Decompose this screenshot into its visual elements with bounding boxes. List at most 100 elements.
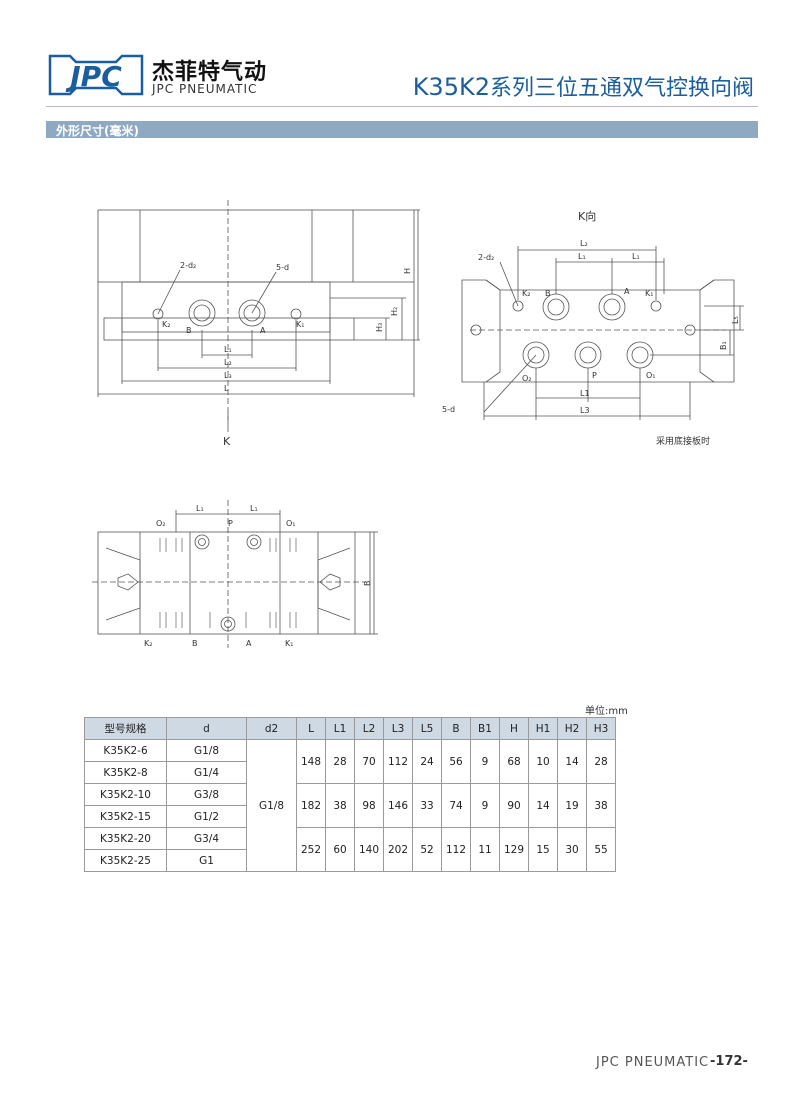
model-cell: K35K2-10: [84, 783, 167, 806]
table-header-cell: 型号规格: [84, 717, 167, 740]
label-top-k1: K₁: [285, 639, 293, 648]
thread-d-cell: G3/8: [166, 783, 247, 806]
label-front-h3: H₃: [375, 323, 384, 332]
label-top-l1a: L₁: [196, 504, 204, 513]
dimension-cell: 56: [441, 739, 471, 784]
dimension-cell: 148: [296, 739, 326, 784]
label-k-k2: K₂: [522, 289, 530, 298]
thread-d2-cell: G1/8: [246, 739, 297, 872]
dimension-cell: 60: [325, 827, 355, 872]
kview-title: K向: [578, 209, 596, 223]
model-cell: K35K2-6: [84, 739, 167, 762]
label-front-h2: H₂: [390, 307, 399, 316]
table-header-cell: H: [499, 717, 529, 740]
title-model: K35K2: [412, 73, 490, 101]
table-header-cell: H1: [528, 717, 558, 740]
thread-d-cell: G1: [166, 849, 247, 872]
brand-name-en: JPC PNEUMATIC: [152, 82, 258, 96]
model-cell: K35K2-15: [84, 805, 167, 828]
section-bar: [46, 121, 758, 138]
dimension-cell: 15: [528, 827, 558, 872]
dimension-cell: 11: [470, 827, 500, 872]
label-front-d2: 2-d₂: [180, 261, 196, 270]
label-k-l1b: L₁: [632, 252, 640, 261]
label-k-d2: 2-d₂: [478, 253, 494, 262]
dimension-cell: 9: [470, 783, 500, 828]
jpc-logo: JPC: [46, 52, 146, 98]
dimension-cell: 129: [499, 827, 529, 872]
label-front-l2: L₂: [224, 358, 232, 367]
table-header-cell: H3: [586, 717, 616, 740]
table-header-cell: d: [166, 717, 247, 740]
dimension-cell: 70: [354, 739, 384, 784]
table-header-cell: B1: [470, 717, 500, 740]
logo-text: JPC: [65, 60, 122, 93]
dimension-cell: 112: [383, 739, 413, 784]
dimension-cell: 24: [412, 739, 442, 784]
dimension-cell: 252: [296, 827, 326, 872]
label-k-l1a: L₁: [578, 252, 586, 261]
label-top-l1b: L₁: [250, 504, 258, 513]
label-k-a: A: [624, 287, 630, 296]
dimension-cell: 19: [557, 783, 587, 828]
dimension-cell: 10: [528, 739, 558, 784]
label-top-b: B: [192, 639, 198, 648]
label-k-l2: L₂: [580, 239, 588, 248]
label-top-o2: O₂: [156, 519, 166, 528]
footer-brand: JPC PNEUMATIC: [596, 1055, 710, 1070]
thread-d-cell: G1/4: [166, 761, 247, 784]
table-header-cell: H2: [557, 717, 587, 740]
dimension-cell: 9: [470, 739, 500, 784]
label-front-l: L: [224, 384, 229, 393]
model-cell: K35K2-8: [84, 761, 167, 784]
table-header-cell: L3: [383, 717, 413, 740]
label-front-h: H: [403, 268, 412, 274]
table-header-cell: d2: [246, 717, 297, 740]
label-front-l1: L₁: [224, 345, 232, 354]
label-front-l3: L₃: [224, 371, 232, 380]
dimension-cell: 98: [354, 783, 384, 828]
label-k-l1c: L1: [580, 389, 590, 398]
label-top-o1: O₁: [286, 519, 296, 528]
label-top-bdim: B: [363, 581, 372, 587]
table-header-cell: L: [296, 717, 326, 740]
dimension-cell: 14: [557, 739, 587, 784]
label-k-p: P: [592, 371, 597, 380]
label-k-b: B: [545, 289, 551, 298]
dimension-cell: 146: [383, 783, 413, 828]
title-rest: 系列三位五通双气控换向阀: [489, 76, 754, 101]
dimension-cell: 90: [499, 783, 529, 828]
dimension-drawings: 2-d₂ 5-d K₂ B A K₁ L₁ L₂ L₃ L H H₂ H₃ K …: [92, 200, 744, 648]
dimension-cell: 52: [412, 827, 442, 872]
label-front-k1: K₁: [296, 320, 304, 329]
label-front-k2: K₂: [162, 320, 170, 329]
label-k-o1: O₁: [646, 371, 656, 380]
section-label: 外形尺寸(毫米): [56, 124, 139, 138]
label-front-b: B: [186, 326, 192, 335]
page-number: -172-: [710, 1054, 748, 1069]
brand-name-cn: 杰菲特气动: [152, 60, 268, 85]
top-view: [92, 500, 378, 648]
model-cell: K35K2-20: [84, 827, 167, 850]
dimension-cell: 68: [499, 739, 529, 784]
dimension-cell: 33: [412, 783, 442, 828]
table-header-cell: L5: [412, 717, 442, 740]
dimension-cell: 30: [557, 827, 587, 872]
front-view: [97, 200, 420, 432]
dimension-cell: 55: [586, 827, 616, 872]
label-front-5d: 5-d: [276, 263, 289, 272]
thread-d-cell: G3/4: [166, 827, 247, 850]
label-top-p: P: [228, 519, 233, 528]
dimension-cell: 38: [586, 783, 616, 828]
model-cell: K35K2-25: [84, 849, 167, 872]
dimension-cell: 182: [296, 783, 326, 828]
label-k-arrow: K: [223, 435, 231, 448]
dimension-cell: 202: [383, 827, 413, 872]
